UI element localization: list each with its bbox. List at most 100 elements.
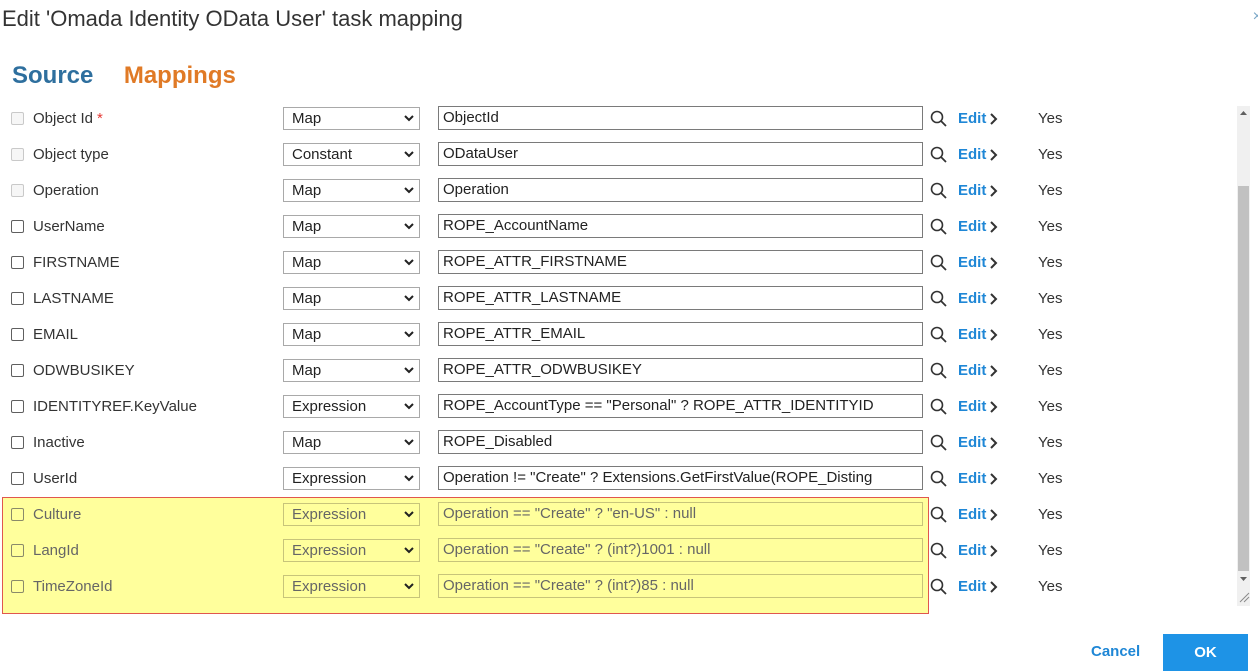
row-checkbox[interactable] [11, 508, 24, 521]
mapping-value-input[interactable]: ODataUser [438, 142, 923, 166]
scroll-up-icon[interactable] [1237, 106, 1250, 120]
edit-link[interactable]: Edit [958, 470, 987, 487]
row-checkbox[interactable] [11, 220, 24, 233]
search-icon[interactable] [930, 542, 947, 559]
row-checkbox[interactable] [11, 184, 24, 197]
mapping-type-select[interactable]: Map [283, 287, 420, 310]
mapping-type-select[interactable]: Map [283, 431, 420, 454]
row-checkbox[interactable] [11, 472, 24, 485]
resize-grip-icon[interactable] [1237, 588, 1250, 604]
chevron-right-icon[interactable] [989, 581, 998, 593]
mapping-type-select[interactable]: Constant [283, 143, 420, 166]
search-icon[interactable] [930, 110, 947, 127]
tab-source[interactable]: Source [12, 62, 94, 89]
search-icon[interactable] [930, 470, 947, 487]
mapping-type-select[interactable]: Expression [283, 539, 420, 562]
chevron-right-icon[interactable] [989, 293, 998, 305]
mapping-value-input[interactable]: Operation == "Create" ? (int?)85 : null [438, 574, 923, 598]
field-name: Operation [33, 182, 99, 199]
search-icon[interactable] [930, 182, 947, 199]
vertical-scrollbar[interactable] [1237, 106, 1250, 606]
mapping-type-select[interactable]: Map [283, 107, 420, 130]
edit-link[interactable]: Edit [958, 506, 987, 523]
search-icon[interactable] [930, 290, 947, 307]
scroll-down-icon[interactable] [1237, 572, 1250, 586]
mapping-value-input[interactable]: ROPE_AccountType == "Personal" ? ROPE_AT… [438, 394, 923, 418]
ok-button[interactable]: OK [1163, 634, 1248, 671]
edit-link[interactable]: Edit [958, 218, 987, 235]
chevron-right-icon[interactable] [989, 221, 998, 233]
row-checkbox[interactable] [11, 364, 24, 377]
mapping-value-input[interactable]: ObjectId [438, 106, 923, 130]
search-icon[interactable] [930, 218, 947, 235]
mapping-type-select[interactable]: Map [283, 251, 420, 274]
mapping-type-select[interactable]: Expression [283, 395, 420, 418]
chevron-right-icon[interactable] [989, 545, 998, 557]
search-icon[interactable] [930, 326, 947, 343]
row-checkbox[interactable] [11, 328, 24, 341]
mapping-value-input[interactable]: ROPE_ATTR_EMAIL [438, 322, 923, 346]
cancel-button[interactable]: Cancel [1091, 643, 1141, 660]
search-icon[interactable] [930, 434, 947, 451]
edit-link[interactable]: Edit [958, 146, 987, 163]
row-status: Yes [1038, 470, 1063, 487]
chevron-right-icon[interactable] [989, 257, 998, 269]
chevron-right-icon[interactable] [989, 185, 998, 197]
row-checkbox[interactable] [11, 544, 24, 557]
chevron-right-icon[interactable] [989, 509, 998, 521]
edit-link[interactable]: Edit [958, 182, 987, 199]
mapping-type-select[interactable]: Map [283, 215, 420, 238]
chevron-right-icon[interactable] [989, 437, 998, 449]
mapping-value-input[interactable]: ROPE_ATTR_FIRSTNAME [438, 250, 923, 274]
edit-link[interactable]: Edit [958, 434, 987, 451]
edit-link[interactable]: Edit [958, 290, 987, 307]
mapping-value-input[interactable]: Operation == "Create" ? (int?)1001 : nul… [438, 538, 923, 562]
mapping-type-select[interactable]: Map [283, 359, 420, 382]
edit-link[interactable]: Edit [958, 326, 987, 343]
row-checkbox[interactable] [11, 256, 24, 269]
chevron-right-icon[interactable] [989, 365, 998, 377]
mapping-value-input[interactable]: ROPE_Disabled [438, 430, 923, 454]
edit-link[interactable]: Edit [958, 110, 987, 127]
close-icon[interactable]: × [1252, 8, 1258, 25]
search-icon[interactable] [930, 254, 947, 271]
row-checkbox[interactable] [11, 400, 24, 413]
mapping-value-input[interactable]: ROPE_ATTR_LASTNAME [438, 286, 923, 310]
search-icon[interactable] [930, 506, 947, 523]
mapping-value-input[interactable]: Operation [438, 178, 923, 202]
mapping-value-input[interactable]: ROPE_AccountName [438, 214, 923, 238]
chevron-right-icon[interactable] [989, 149, 998, 161]
mapping-value-input[interactable]: ROPE_ATTR_ODWBUSIKEY [438, 358, 923, 382]
mapping-value-input[interactable]: Operation != "Create" ? Extensions.GetFi… [438, 466, 923, 490]
tab-mappings[interactable]: Mappings [123, 62, 236, 89]
search-icon[interactable] [930, 578, 947, 595]
edit-link[interactable]: Edit [958, 362, 987, 379]
edit-link[interactable]: Edit [958, 578, 987, 595]
chevron-right-icon[interactable] [989, 329, 998, 341]
row-checkbox[interactable] [11, 148, 24, 161]
row-checkbox[interactable] [11, 292, 24, 305]
edit-link[interactable]: Edit [958, 542, 987, 559]
row-checkbox[interactable] [11, 580, 24, 593]
edit-link[interactable]: Edit [958, 398, 987, 415]
mapping-type-select[interactable]: Expression [283, 575, 420, 598]
mapping-row: Object type Constant ODataUser Edit Yes [0, 137, 1080, 173]
field-name: UserId [33, 470, 78, 487]
tab-bar: Source Mappings [12, 62, 262, 94]
search-icon[interactable] [930, 146, 947, 163]
row-checkbox[interactable] [11, 112, 24, 125]
mapping-type-select[interactable]: Map [283, 179, 420, 202]
search-icon[interactable] [930, 398, 947, 415]
chevron-right-icon[interactable] [989, 401, 998, 413]
mapping-type-select[interactable]: Expression [283, 503, 420, 526]
edit-link[interactable]: Edit [958, 254, 987, 271]
row-status: Yes [1038, 182, 1063, 199]
mapping-type-select[interactable]: Map [283, 323, 420, 346]
mapping-type-select[interactable]: Expression [283, 467, 420, 490]
chevron-right-icon[interactable] [989, 113, 998, 125]
search-icon[interactable] [930, 362, 947, 379]
row-checkbox[interactable] [11, 436, 24, 449]
scrollbar-thumb[interactable] [1238, 186, 1249, 571]
chevron-right-icon[interactable] [989, 473, 998, 485]
mapping-value-input[interactable]: Operation == "Create" ? "en-US" : null [438, 502, 923, 526]
